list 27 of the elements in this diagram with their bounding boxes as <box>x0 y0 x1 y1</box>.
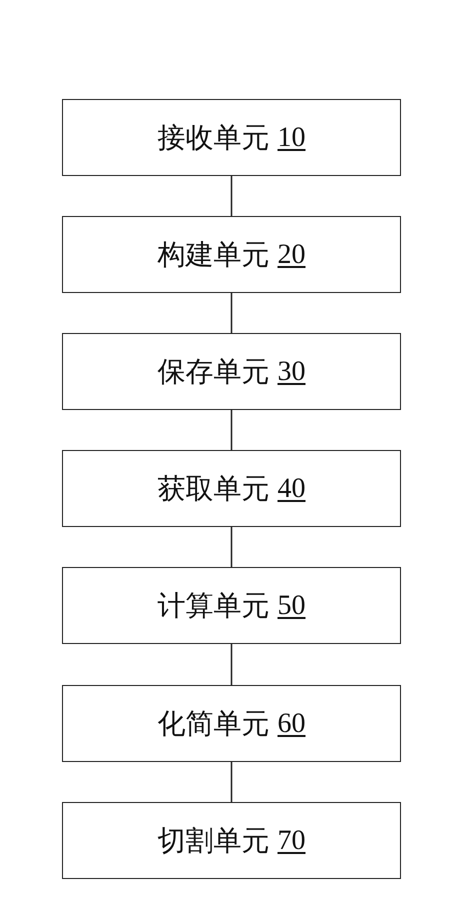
unit-name: 化简单元 <box>158 708 270 742</box>
unit-box <box>62 802 401 879</box>
unit-box <box>62 99 401 176</box>
reference-number: 40 <box>278 472 306 504</box>
unit-box <box>62 450 401 527</box>
reference-number: 50 <box>278 590 306 622</box>
connector-line <box>230 176 232 216</box>
unit-name: 构建单元 <box>158 238 270 272</box>
reference-number: 30 <box>278 356 306 388</box>
connector-line <box>230 410 232 450</box>
connector-line <box>230 762 232 802</box>
connector-line <box>230 527 232 567</box>
reference-number: 20 <box>278 238 306 270</box>
reference-number: 60 <box>278 708 306 740</box>
connector-line <box>230 644 232 685</box>
unit-name: 计算单元 <box>158 590 270 624</box>
unit-name: 切割单元 <box>158 824 270 858</box>
unit-box <box>62 685 401 762</box>
unit-name: 保存单元 <box>158 356 270 390</box>
reference-number: 10 <box>278 122 306 154</box>
connector-line <box>230 293 232 333</box>
unit-box <box>62 333 401 410</box>
unit-box <box>62 216 401 293</box>
unit-box <box>62 567 401 644</box>
reference-number: 70 <box>278 824 306 856</box>
unit-name: 获取单元 <box>158 472 270 506</box>
unit-name: 接收单元 <box>158 122 270 156</box>
